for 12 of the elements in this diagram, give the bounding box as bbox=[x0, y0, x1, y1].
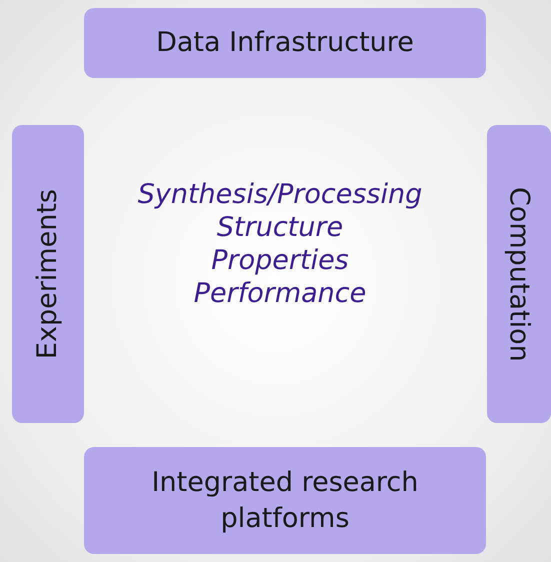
aspect-label: Synthesis/Processing bbox=[138, 178, 422, 211]
topic-label: Data Infrastructure bbox=[155, 26, 415, 60]
aspect-label: Structure bbox=[216, 211, 344, 244]
aspect-label: Properties bbox=[211, 244, 349, 277]
aspect-label: Performance bbox=[194, 277, 366, 310]
topic-box bbox=[84, 8, 486, 78]
topic-label: Experiments bbox=[31, 188, 64, 360]
topic-box bbox=[487, 125, 551, 423]
topic-box bbox=[12, 125, 84, 423]
topic-label: Integrated research platforms bbox=[150, 466, 420, 536]
topic-label: Computation bbox=[502, 186, 536, 362]
topic-box bbox=[84, 447, 486, 554]
